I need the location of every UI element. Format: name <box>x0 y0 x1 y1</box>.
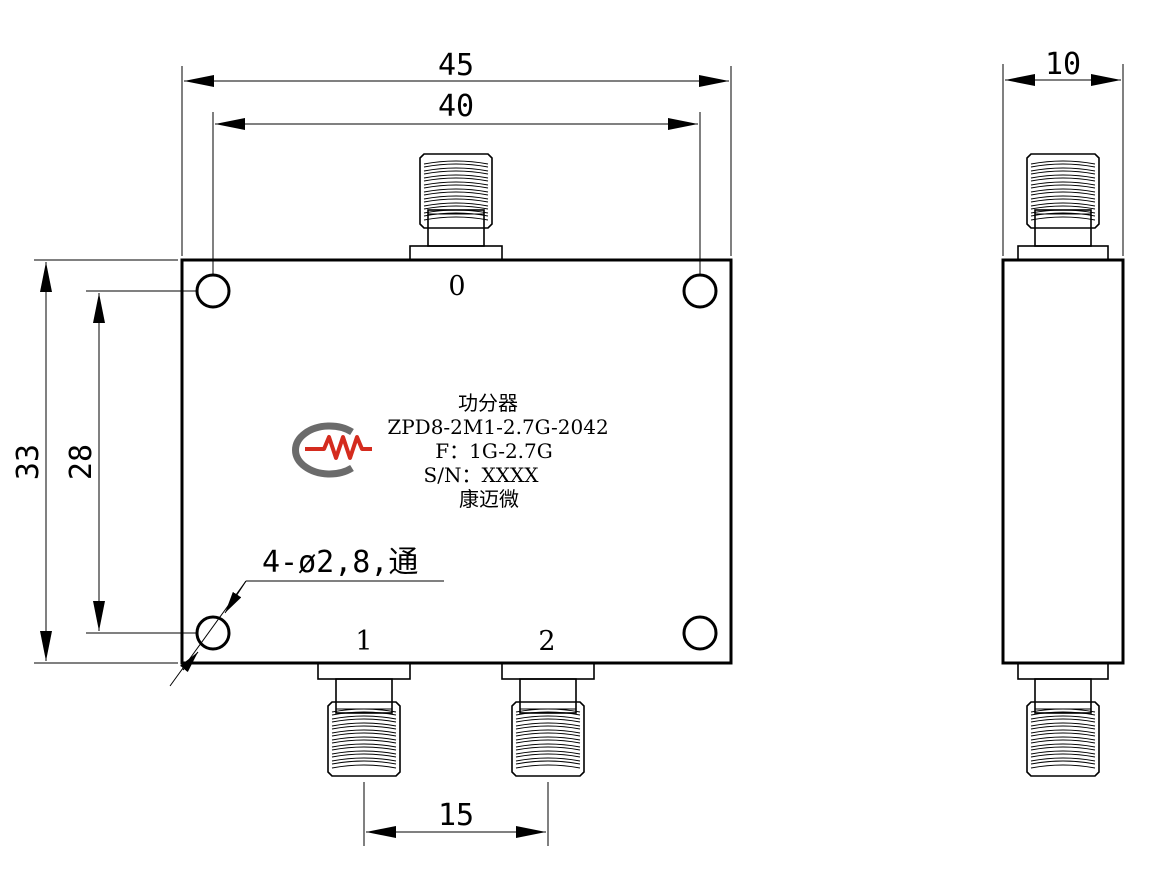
dim-10-text: 10 <box>1045 47 1081 82</box>
connector-port-2 <box>501 662 595 777</box>
connector-port-0 <box>409 153 503 261</box>
port-label-1: 1 <box>355 626 372 657</box>
label-frequency: F：1G-2.7G <box>435 439 553 463</box>
dim-40-text: 40 <box>438 89 474 124</box>
mounting-hole-bottom-right <box>682 615 718 651</box>
hole-callout-text: 4-ø2,8,通 <box>262 545 418 580</box>
label-model: ZPD8-2M1-2.7G-2042 <box>387 415 608 439</box>
dim-28-text: 28 <box>64 444 99 480</box>
dimension-port-spacing: 15 <box>363 782 549 846</box>
dimension-hole-spacing-y: 28 <box>64 290 196 634</box>
dimension-side-thickness: 10 <box>1002 47 1124 256</box>
hole-callout: 4-ø2,8,通 <box>169 545 444 687</box>
dimension-hole-spacing-x: 40 <box>212 89 701 275</box>
label-title: 功分器 <box>458 391 518 415</box>
side-connector-top <box>1017 153 1109 261</box>
dimension-overall-height: 33 <box>11 259 178 664</box>
front-view: 0 1 2 功分器 ZPD8-2M1-2.7G-2042 F：1G-2.7G S… <box>11 48 733 846</box>
mounting-hole-top-right <box>682 273 718 309</box>
dimension-overall-width: 45 <box>181 48 732 256</box>
mounting-hole-top-left <box>195 273 231 309</box>
connector-port-1 <box>317 662 411 777</box>
port-label-2: 2 <box>538 626 555 657</box>
port-label-0: 0 <box>448 271 465 302</box>
dim-45-text: 45 <box>438 48 474 83</box>
side-view: 10 <box>1001 47 1125 777</box>
label-serial: S/N：XXXX <box>424 463 540 487</box>
mounting-hole-bottom-left <box>195 615 231 651</box>
side-housing-outline <box>1001 258 1125 665</box>
company-logo <box>292 422 372 478</box>
dim-33-text: 33 <box>11 444 46 480</box>
label-company: 康迈微 <box>459 487 519 511</box>
side-connector-bottom <box>1017 662 1109 777</box>
dim-15-text: 15 <box>438 798 474 833</box>
